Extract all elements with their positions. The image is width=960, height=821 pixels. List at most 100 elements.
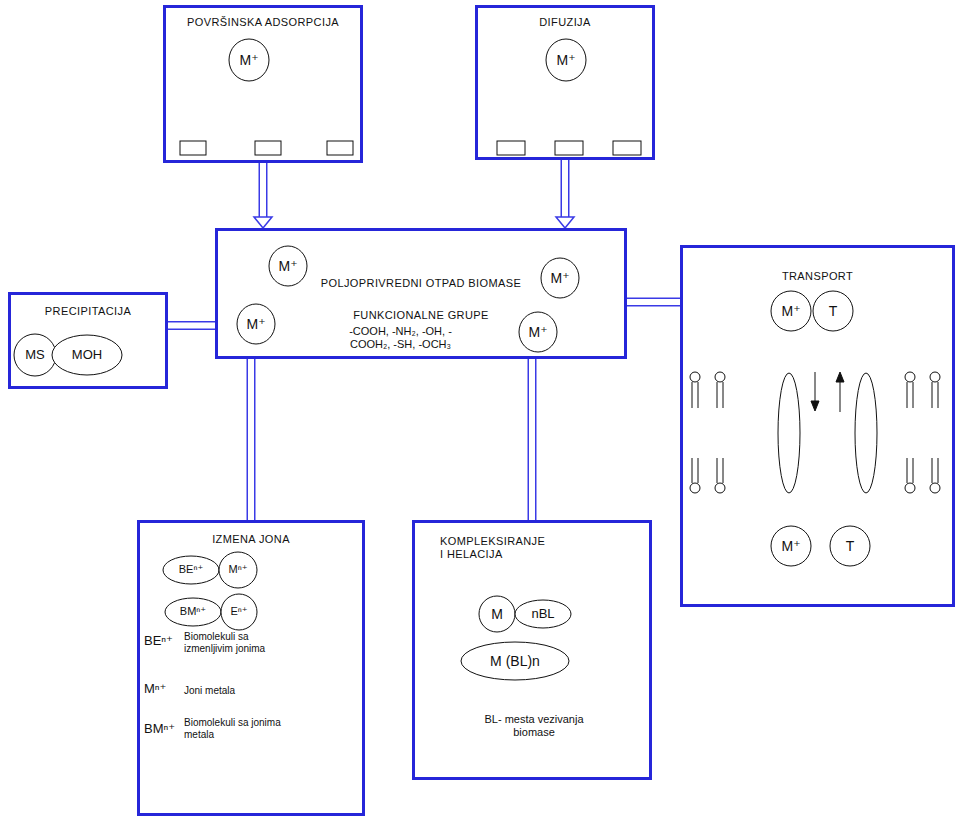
shape-label: M⁺	[239, 52, 258, 69]
ellipse-outline	[771, 526, 811, 566]
text-slot: nBL	[514, 599, 572, 629]
text-slot: M⁺	[545, 38, 587, 82]
legend-description: Biomolekuli sa jonima metala	[184, 717, 281, 740]
box-title: IZMENA JONA	[212, 533, 290, 545]
text-slot: M⁺	[268, 245, 308, 287]
text-slot: M⁺	[228, 38, 270, 82]
transport-arrow-head	[811, 401, 819, 411]
lipid-tail	[913, 458, 914, 483]
lipid-head	[930, 372, 940, 382]
ellipse-outline	[461, 642, 569, 680]
connector-inner	[248, 359, 254, 520]
ellipse-outline	[14, 334, 56, 376]
ellipse-outline	[219, 552, 257, 588]
box-title: POLJOPRIVREDNI OTPAD BIOMASE	[321, 277, 521, 289]
ellipse-outline	[229, 39, 269, 81]
metal-circle: M	[478, 595, 516, 633]
text-slot: M⁺	[518, 311, 558, 353]
ellipse-outline	[237, 304, 275, 344]
surface-sites	[180, 141, 641, 155]
ellipse-outline	[269, 246, 307, 286]
connector-outer	[561, 160, 570, 217]
text-slot: BEⁿ⁺	[144, 633, 184, 649]
box-note: BL- mesta vezivanja biomase	[484, 713, 583, 738]
lipid-tail	[698, 382, 699, 408]
lipid-head	[715, 483, 725, 493]
double-connector	[251, 359, 252, 520]
connector-outer	[168, 321, 215, 330]
metal-ion-circle: Mⁿ⁺	[218, 551, 258, 589]
ellipse-outline	[221, 594, 257, 630]
ellipse-outline	[546, 39, 586, 81]
text-slot: MOH	[51, 334, 123, 376]
text-slot: BMⁿ⁺	[164, 597, 222, 627]
legend-symbol: BEⁿ⁺	[144, 633, 173, 648]
biomolecule-ellipse: BEⁿ⁺	[162, 555, 220, 585]
shape-label: Mⁿ⁺	[229, 563, 248, 576]
membrane-protein	[778, 373, 800, 493]
biomass-box: POLJOPRIVREDNI OTPAD BIOMASE FUNKCIONALNE…	[215, 228, 627, 359]
box-subtitle: FUNKCIONALNE GRUPE	[353, 309, 489, 321]
shape-label: M⁺	[550, 270, 569, 287]
text-slot: -COOH, -NH₂, -OH, -COOH₂, -SH, -OCH₃	[338, 325, 463, 351]
shape-label: M⁺	[528, 324, 547, 341]
transporter-circle: T	[829, 525, 871, 567]
shape-label: T	[846, 538, 855, 555]
shape-label: M⁺	[781, 538, 800, 555]
lipid-head	[715, 372, 725, 382]
connector-inner	[562, 160, 568, 217]
cell-membrane	[690, 372, 940, 493]
lipid-head	[930, 483, 940, 493]
text-slot: Mⁿ⁺	[144, 681, 184, 697]
shape-label: M	[491, 606, 503, 623]
lipid-tail	[907, 382, 908, 408]
lipid-tail	[692, 382, 693, 408]
hollow-arrowhead	[556, 217, 574, 228]
shape-label: BEⁿ⁺	[179, 563, 204, 576]
binding-site	[327, 141, 353, 155]
transporter-circle: T	[812, 290, 854, 332]
text-slot: PRECIPITACIJA	[11, 305, 165, 318]
double-connector	[627, 302, 680, 303]
ellipse-outline	[813, 291, 853, 331]
text-slot: Biomolekuli sa jonima metala	[184, 717, 296, 741]
lipid-head	[690, 372, 700, 382]
connector-outer	[528, 359, 537, 520]
binding-site	[255, 141, 281, 155]
shape-label: nBL	[531, 606, 554, 622]
box-title: POVRŠINSKA ADSORPCIJA	[187, 16, 339, 28]
lipid-tail	[938, 382, 939, 408]
ellipse-outline	[515, 600, 571, 628]
text-slot: T	[812, 290, 854, 332]
text-slot: M⁺	[540, 257, 580, 299]
mechanism-box: DIFUZIJAM⁺	[475, 5, 655, 160]
shape-label: M⁺	[781, 303, 800, 320]
ellipse-outline	[541, 258, 579, 298]
binding-site	[497, 141, 525, 155]
text-slot: Eⁿ⁺	[220, 593, 258, 631]
text-slot: Mⁿ⁺	[218, 551, 258, 589]
binding-site	[180, 141, 206, 155]
text-slot: M	[478, 595, 516, 633]
binding-site-ellipse: nBL	[514, 599, 572, 629]
double-connector	[168, 325, 215, 326]
text-slot: KOMPLEKSIRANJE I HELACIJA	[440, 535, 550, 561]
text-slot: M⁺	[770, 290, 812, 332]
ellipse-outline	[830, 526, 870, 566]
text-slot: BMⁿ⁺	[144, 721, 184, 737]
box-title: KOMPLEKSIRANJE I HELACIJA	[440, 535, 545, 560]
functional-groups: -COOH, -NH₂, -OH, -COOH₂, -SH, -OCH₃	[349, 325, 452, 350]
lipid-head	[905, 483, 915, 493]
metal-ion-circle: M⁺	[518, 311, 558, 353]
text-slot: IZMENA JONA	[140, 533, 362, 546]
metal-ion-circle: M⁺	[770, 290, 812, 332]
text-slot: BEⁿ⁺	[162, 555, 220, 585]
connector-inner	[260, 163, 266, 217]
shape-label: MS	[25, 347, 45, 363]
connector-inner	[627, 299, 680, 305]
connector-inner	[168, 323, 215, 329]
